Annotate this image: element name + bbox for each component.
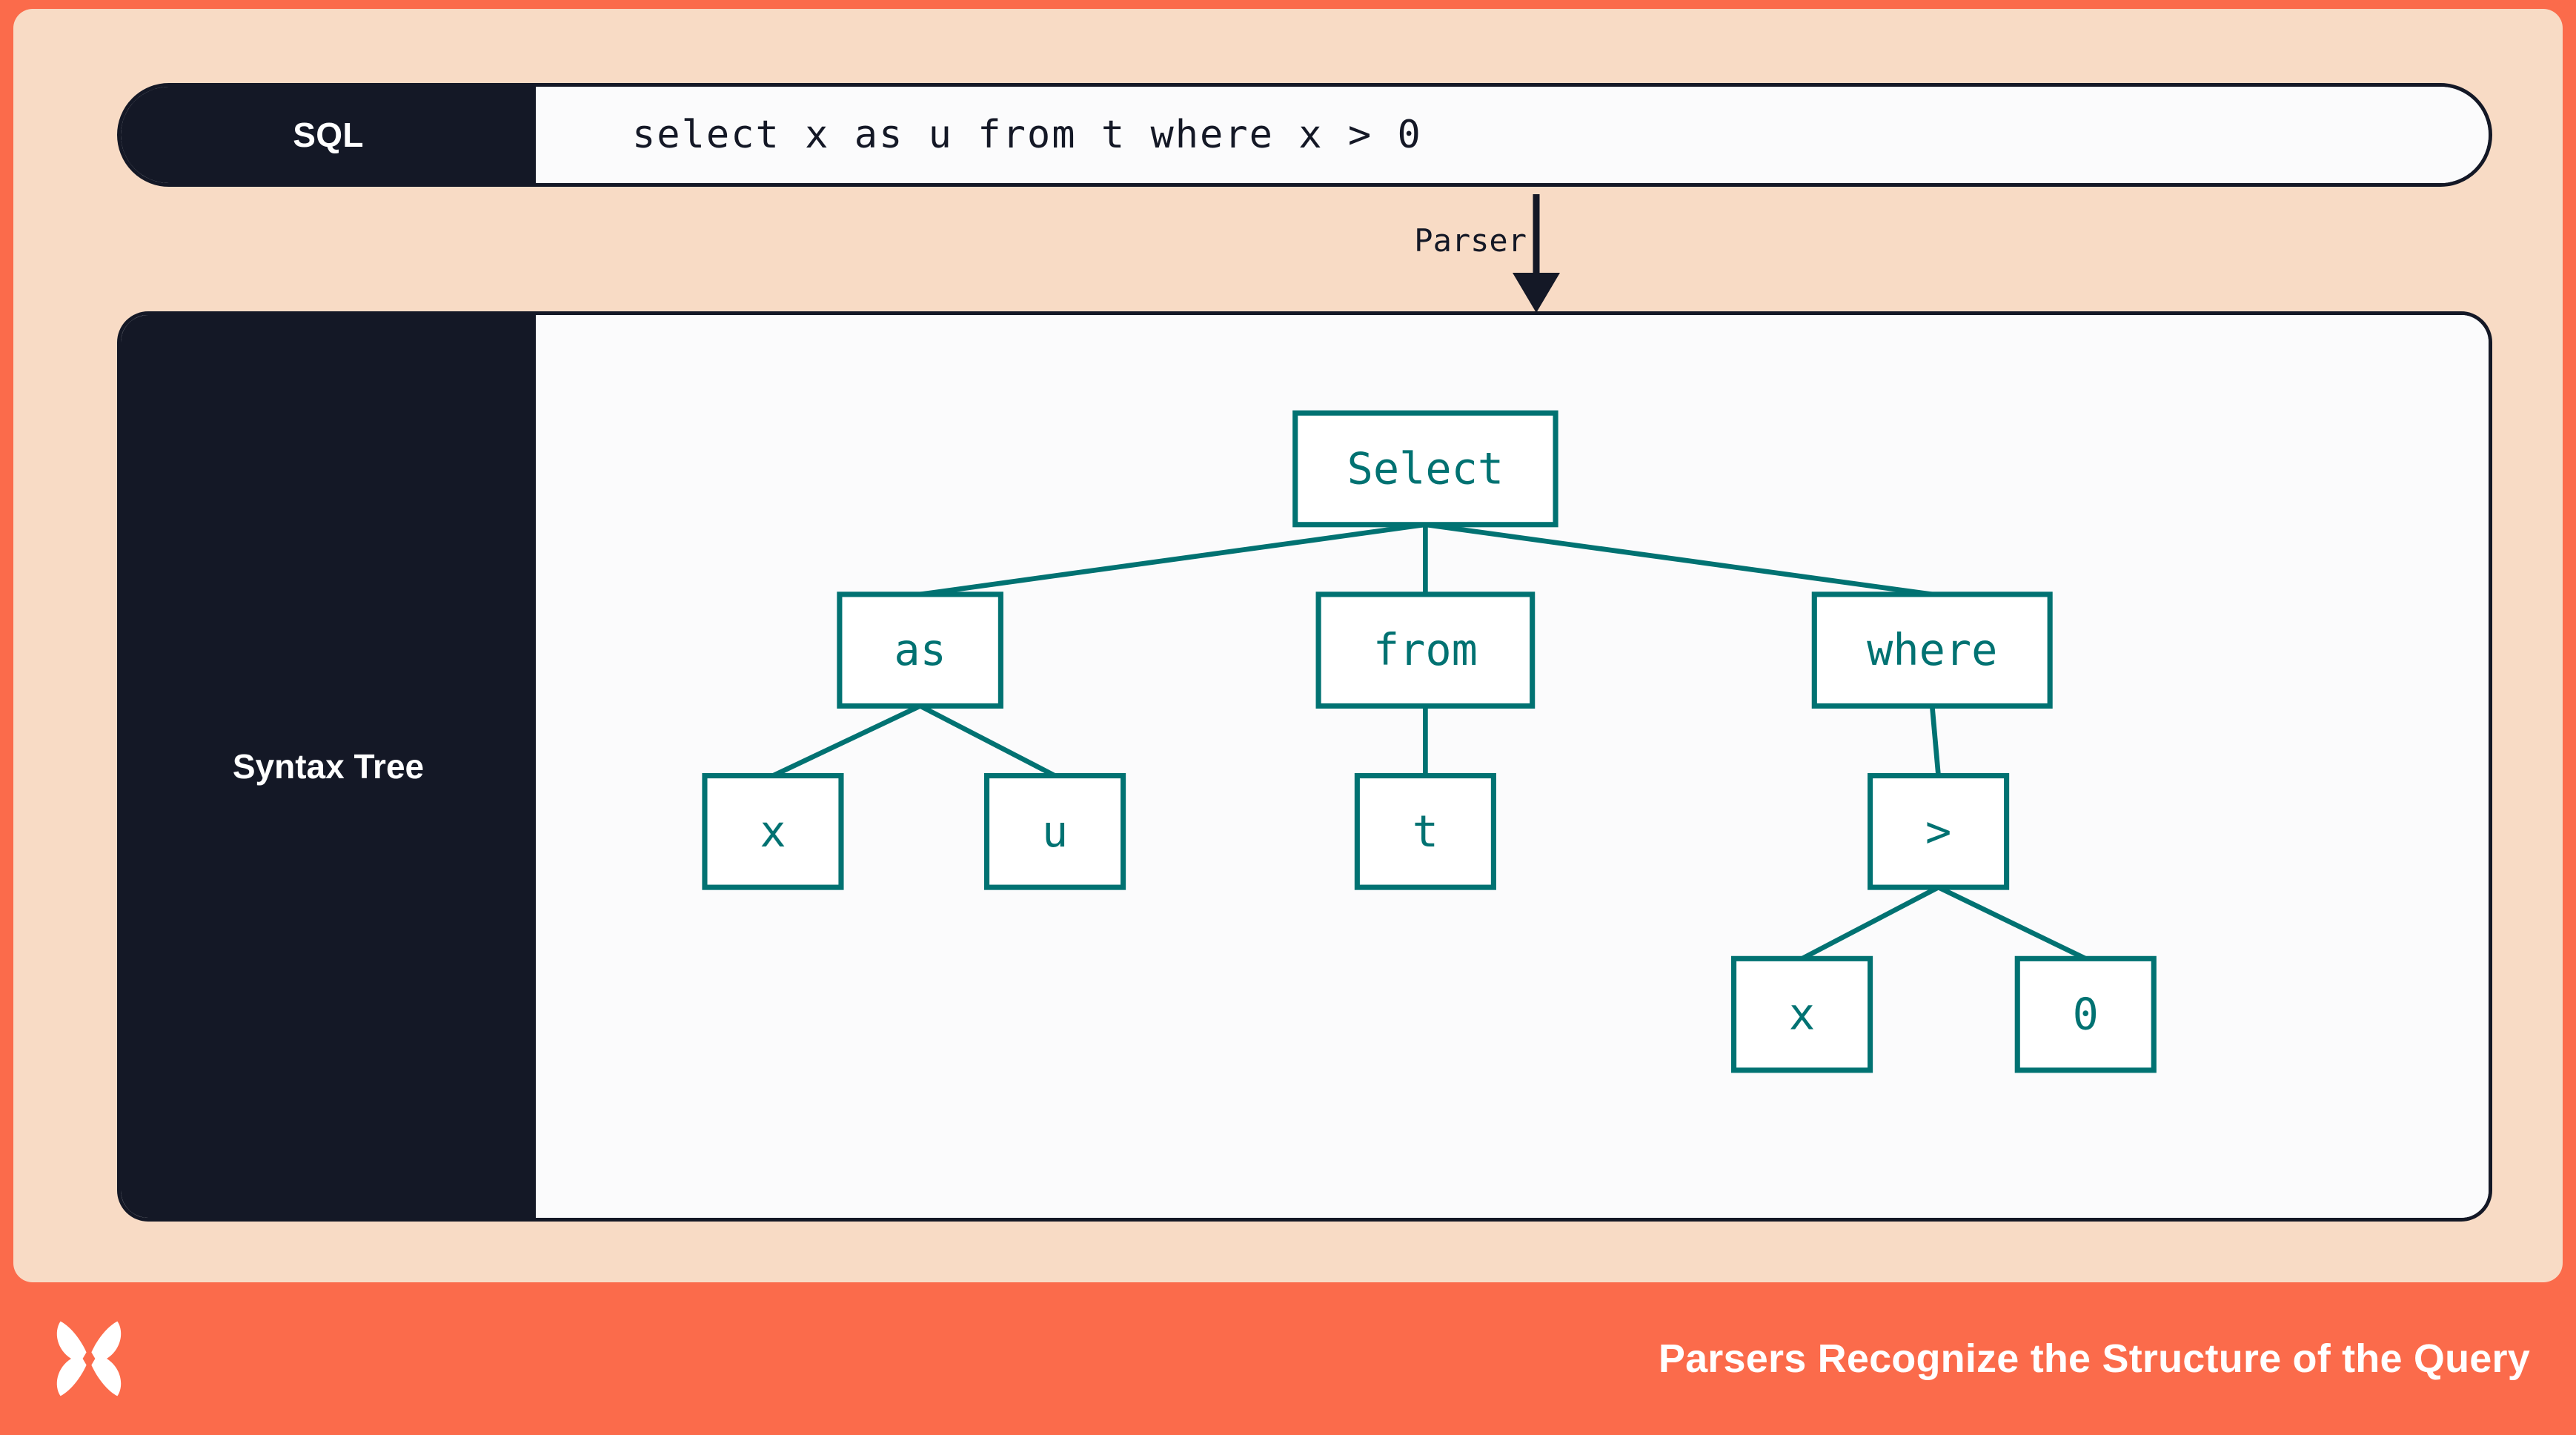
sql-label-text: SQL bbox=[293, 116, 364, 154]
tree-node-box bbox=[1868, 772, 2010, 890]
tree-node-box bbox=[1315, 591, 1536, 709]
butterfly-x-logo-icon bbox=[56, 1321, 122, 1396]
tree-edge bbox=[919, 703, 1057, 778]
tree-node-as_x[interactable]: x bbox=[702, 772, 844, 890]
tree-edge bbox=[920, 522, 1426, 597]
tree-node-label: x bbox=[760, 806, 786, 857]
tree-node-label: where bbox=[1867, 625, 1997, 675]
tree-node-as[interactable]: as bbox=[837, 591, 1003, 709]
tree-node-box bbox=[1354, 772, 1496, 890]
syntax-tree-graph: Select as from where x u t > x 0 bbox=[702, 410, 2157, 1073]
sql-query-text: select x as u from t where x > 0 bbox=[632, 113, 1422, 157]
tree-node-where[interactable]: where bbox=[1811, 591, 2053, 709]
tree-node-label: u bbox=[1042, 806, 1068, 857]
tree-node-label: x bbox=[1789, 990, 1815, 1040]
tree-node-label: > bbox=[1925, 806, 1951, 857]
parser-label: Parser bbox=[1414, 222, 1527, 259]
tree-edge bbox=[1929, 706, 1941, 776]
sql-query-field[interactable]: select x as u from t where x > 0 bbox=[536, 87, 2489, 183]
tree-edge bbox=[1801, 885, 1940, 961]
tree-node-box bbox=[702, 772, 844, 890]
sql-input-row: SQL select x as u from t where x > 0 bbox=[117, 83, 2492, 187]
tree-edge bbox=[1424, 522, 1933, 597]
tree-node-from_t[interactable]: t bbox=[1354, 772, 1496, 890]
tree-edge-layer bbox=[771, 522, 2087, 961]
tree-node-as_u[interactable]: u bbox=[984, 772, 1126, 890]
tree-node-gt[interactable]: > bbox=[1868, 772, 2010, 890]
tree-node-box bbox=[1811, 591, 2053, 709]
syntax-tree-label-text: Syntax Tree bbox=[232, 747, 425, 786]
tree-node-label: t bbox=[1413, 806, 1438, 857]
tree-node-select[interactable]: Select bbox=[1292, 410, 1558, 528]
tree-node-gt_x[interactable]: x bbox=[1730, 955, 1873, 1073]
tree-edge bbox=[771, 703, 922, 778]
tree-node-label: from bbox=[1373, 625, 1478, 675]
tree-node-box bbox=[837, 591, 1003, 709]
tree-node-box bbox=[984, 772, 1126, 890]
syntax-tree-panel: Syntax Tree Select as from where x u t > x 0 bbox=[117, 311, 2492, 1222]
syntax-tree-label: Syntax Tree bbox=[121, 315, 536, 1218]
syntax-tree-canvas: Select as from where x u t > x 0 bbox=[536, 315, 2489, 1218]
footer-caption-text: Parsers Recognize the Structure of the Q… bbox=[1658, 1336, 2530, 1381]
tree-node-label: as bbox=[894, 625, 946, 675]
tree-node-gt_0[interactable]: 0 bbox=[2014, 955, 2157, 1073]
tree-edge bbox=[1937, 885, 2087, 961]
sql-row-label: SQL bbox=[121, 87, 536, 183]
parser-arrow-icon bbox=[1513, 194, 1560, 313]
tree-node-box bbox=[1730, 955, 1873, 1073]
tree-node-layer: Select as from where x u t > x 0 bbox=[702, 410, 2157, 1073]
tree-node-box bbox=[1292, 410, 1558, 528]
tree-node-box bbox=[2014, 955, 2157, 1073]
footer-bar: Parsers Recognize the Structure of the Q… bbox=[0, 1282, 2576, 1435]
tree-node-label: Select bbox=[1347, 443, 1504, 494]
content-card: SQL select x as u from t where x > 0 Par… bbox=[13, 9, 2563, 1282]
parser-transform: Parser bbox=[1303, 194, 1614, 313]
tree-node-from[interactable]: from bbox=[1315, 591, 1536, 709]
tree-node-label: 0 bbox=[2073, 990, 2099, 1040]
